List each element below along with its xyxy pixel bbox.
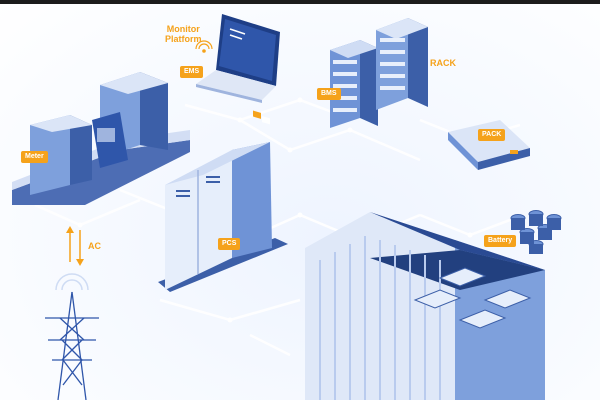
pcs-illustration: [158, 142, 288, 292]
top-border: [0, 0, 600, 4]
rack-illustration: [330, 18, 428, 128]
monitor-platform-label: Monitor Platform: [165, 24, 202, 44]
monitor-platform-text: Monitor Platform: [165, 24, 202, 44]
pcs-tag: PCS: [218, 238, 241, 250]
bms-tag: BMS: [317, 88, 341, 100]
rack-label: RACK: [430, 58, 456, 68]
pack-illustration: [448, 120, 530, 170]
ac-label: AC: [88, 241, 101, 251]
meter-tag: Meter: [21, 151, 48, 163]
meter-illustration: [12, 72, 190, 205]
container-illustration: [305, 212, 545, 400]
laptop-illustration: [196, 14, 280, 125]
ems-tag: EMS: [180, 66, 204, 78]
battery-tag: Battery: [484, 235, 517, 247]
ac-arrow-icon: [66, 226, 84, 266]
tower-wifi-icon: [55, 273, 89, 291]
battery-cells-illustration: [510, 210, 562, 254]
pack-tag: PACK: [478, 129, 506, 141]
transmission-tower-icon: [45, 291, 99, 400]
wifi-icon: [195, 40, 213, 53]
